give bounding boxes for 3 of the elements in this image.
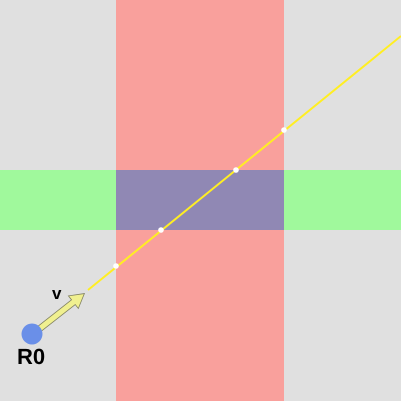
point-label: R0 — [17, 346, 46, 368]
origin-point — [22, 324, 42, 344]
vector-label: v — [52, 285, 62, 302]
